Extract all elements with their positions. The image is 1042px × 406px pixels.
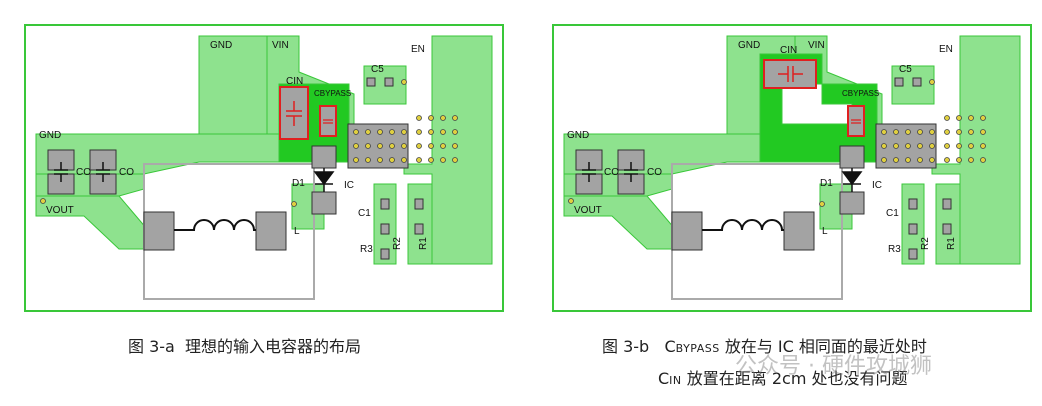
- label-gnd-left: GND: [39, 130, 61, 141]
- label-vin: VIN: [808, 40, 825, 51]
- caption-b-prefix: 图 3-b: [602, 337, 650, 356]
- caption-b-cin-sub: IN: [669, 374, 682, 387]
- label-l: L: [294, 226, 300, 237]
- label-cin: CIN: [780, 45, 797, 56]
- label-gnd-left: GND: [567, 130, 589, 141]
- label-gnd-top: GND: [738, 40, 760, 51]
- label-vin: VIN: [272, 40, 289, 51]
- label-cbypass: CBYPASS: [314, 89, 351, 98]
- label-c1: C1: [886, 208, 899, 219]
- caption-b-line1: 图 3-b CBYPASS 放在与 IC 相同面的最近处时: [602, 333, 927, 357]
- pcb-layout-a: GND VIN EN C5 CIN CBYPASS GND CO CO VOUT…: [24, 24, 504, 312]
- pcb-board-b: GND VIN EN C5 CIN CBYPASS GND CO CO VOUT…: [552, 24, 1032, 312]
- label-vout: VOUT: [46, 205, 74, 216]
- label-r1: R1: [418, 237, 429, 250]
- label-d1: D1: [292, 178, 305, 189]
- label-cin: CIN: [286, 76, 303, 87]
- label-ic: IC: [344, 180, 354, 191]
- label-d1: D1: [820, 178, 833, 189]
- caption-b-line2-rest: 放置在距离 2cm 处也没有问题: [686, 369, 908, 388]
- caption-a-text: 理想的输入电容器的布局: [185, 337, 362, 356]
- label-en: EN: [939, 44, 953, 55]
- label-c5: C5: [371, 64, 384, 75]
- label-c5: C5: [899, 64, 912, 75]
- caption-b-cin: C: [658, 369, 670, 388]
- caption-b-cbypass: C: [664, 337, 676, 356]
- label-r3: R3: [888, 244, 901, 255]
- label-co-1: CO: [76, 167, 91, 178]
- pcb-board-a: GND VIN EN C5 CIN CBYPASS GND CO CO VOUT…: [24, 24, 504, 312]
- label-c1: C1: [358, 208, 371, 219]
- caption-b-line1-rest: 放在与 IC 相同面的最近处时: [724, 337, 927, 356]
- label-vout: VOUT: [574, 205, 602, 216]
- label-co-2: CO: [647, 167, 662, 178]
- label-l: L: [822, 226, 828, 237]
- label-r3: R3: [360, 244, 373, 255]
- label-r2: R2: [392, 237, 403, 250]
- caption-a: 图 3-a 理想的输入电容器的布局: [128, 333, 361, 357]
- label-cbypass: CBYPASS: [842, 89, 879, 98]
- watermark: 公众号 · 硬件攻城狮: [735, 354, 932, 379]
- label-co-2: CO: [119, 167, 134, 178]
- label-r2: R2: [920, 237, 931, 250]
- caption-b-line2: CIN 放置在距离 2cm 处也没有问题: [658, 365, 908, 389]
- caption-a-prefix: 图 3-a: [128, 337, 175, 356]
- caption-b-cbypass-sub: BYPASS: [675, 342, 720, 355]
- label-r1: R1: [946, 237, 957, 250]
- label-ic: IC: [872, 180, 882, 191]
- label-gnd-top: GND: [210, 40, 232, 51]
- label-en: EN: [411, 44, 425, 55]
- label-co-1: CO: [604, 167, 619, 178]
- pcb-layout-b: GND VIN EN C5 CIN CBYPASS GND CO CO VOUT…: [552, 24, 1032, 312]
